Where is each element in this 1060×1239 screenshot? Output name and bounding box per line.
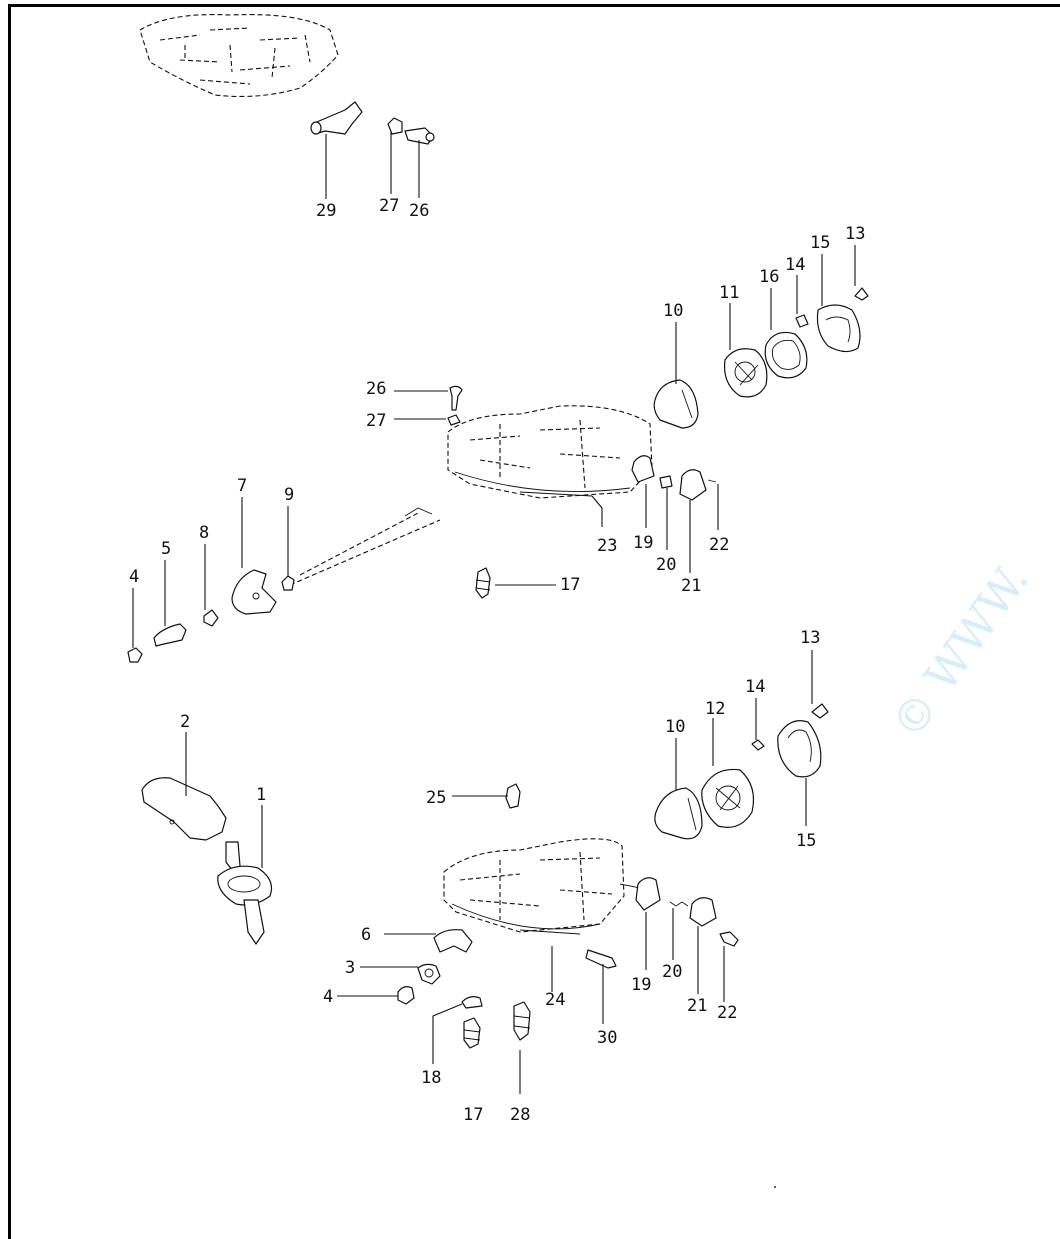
callout-4: 4 xyxy=(129,567,139,587)
callout-11: 11 xyxy=(719,283,739,303)
callout-10-bottom: 10 xyxy=(665,717,685,737)
callout-21: 21 xyxy=(681,576,701,596)
middle-carburetor-body xyxy=(447,405,653,499)
callout-20-bottom: 20 xyxy=(662,962,682,982)
callout-28: 28 xyxy=(510,1105,530,1125)
top-carburetor-body xyxy=(139,14,339,98)
part-9-spacer xyxy=(281,575,295,591)
part-17-jet-bottom xyxy=(463,1017,481,1049)
callout-26-mid: 26 xyxy=(366,379,386,399)
callout-3: 3 xyxy=(345,958,355,978)
callout-17: 17 xyxy=(560,575,580,595)
callout-10: 10 xyxy=(663,301,683,321)
callout-18: 18 xyxy=(421,1068,441,1088)
part-20-pin xyxy=(659,475,673,489)
part-16-gasket xyxy=(764,331,808,379)
callout-5: 5 xyxy=(161,539,171,559)
part-26-screw xyxy=(404,127,435,145)
leader-lines xyxy=(132,132,856,1094)
part-13-screw xyxy=(854,287,869,301)
callout-21-bottom: 21 xyxy=(687,996,707,1016)
part-1-diaphragm-actuator xyxy=(217,841,273,945)
callout-30: 30 xyxy=(597,1028,617,1048)
part-2-lever-bracket xyxy=(141,777,227,841)
callout-19: 19 xyxy=(633,533,653,553)
part-13-screw-bottom xyxy=(811,703,829,719)
callout-27: 27 xyxy=(379,196,399,216)
callout-2: 2 xyxy=(180,712,190,732)
part-3-nut xyxy=(417,963,441,985)
part-7-throttle-plate xyxy=(231,569,277,615)
part-15-cap-bottom xyxy=(777,720,822,778)
callout-13-bottom: 13 xyxy=(800,628,820,648)
part-19-lever-bottom xyxy=(635,877,661,911)
callout-9: 9 xyxy=(284,485,294,505)
part-30-jet xyxy=(585,949,617,969)
part-21-arm xyxy=(679,469,707,501)
part-27-bushing xyxy=(387,117,403,135)
callout-8: 8 xyxy=(199,523,209,543)
part-22-screw-bottom xyxy=(719,931,739,947)
middle-shaft xyxy=(289,507,441,586)
part-14-spring-bottom xyxy=(751,739,765,751)
part-10-cover-bottom xyxy=(654,787,703,840)
part-4-cap-bottom xyxy=(397,986,415,1005)
callout-19-bottom: 19 xyxy=(631,975,651,995)
callout-7: 7 xyxy=(237,476,247,496)
callout-14: 14 xyxy=(785,255,805,275)
part-21-arm-bottom xyxy=(689,897,717,927)
callout-labels: 29 27 26 10 11 16 14 15 13 26 27 23 19 2… xyxy=(129,196,865,1125)
callout-16: 16 xyxy=(759,267,779,287)
callout-13: 13 xyxy=(845,224,865,244)
callout-22: 22 xyxy=(709,535,729,555)
diagram-frame xyxy=(8,4,1060,1239)
part-17-jet xyxy=(475,567,491,599)
part-15-cap xyxy=(816,304,861,353)
part-14-spring xyxy=(795,314,809,328)
callout-17-bottom: 17 xyxy=(463,1105,483,1125)
part-8-washer xyxy=(203,609,219,627)
callout-14-bottom: 14 xyxy=(745,677,765,697)
callout-22-bottom: 22 xyxy=(717,1003,737,1023)
part-19-throttle-lever xyxy=(631,455,655,483)
part-4-nut xyxy=(127,647,143,663)
part-6-bracket xyxy=(433,929,473,953)
callout-15-bottom: 15 xyxy=(796,831,816,851)
callout-24: 24 xyxy=(545,990,565,1010)
callout-20: 20 xyxy=(656,555,676,575)
speck-dot xyxy=(774,1186,776,1188)
part-27-bushing-mid xyxy=(447,414,461,426)
part-29-lever xyxy=(310,101,363,135)
callout-23: 23 xyxy=(597,536,617,556)
part-5-bracket xyxy=(153,623,187,647)
part-28-jet xyxy=(513,1001,531,1041)
part-25-valve xyxy=(505,783,521,809)
part-20-pin-bottom xyxy=(669,901,689,907)
watermark-text: © WWW. xyxy=(882,555,1038,748)
callout-12: 12 xyxy=(705,699,725,719)
callout-15: 15 xyxy=(810,233,830,253)
part-11-diaphragm-housing xyxy=(723,348,768,398)
part-12-diaphragm-bottom xyxy=(701,768,755,828)
callout-26: 26 xyxy=(409,201,429,221)
callout-4-bottom: 4 xyxy=(323,987,333,1007)
part-26-screw-mid xyxy=(449,385,463,411)
part-10-cover xyxy=(653,379,699,429)
callout-1: 1 xyxy=(256,785,266,805)
callout-6: 6 xyxy=(361,925,371,945)
part-22-clip xyxy=(707,479,717,483)
callout-29: 29 xyxy=(316,201,336,221)
callout-25: 25 xyxy=(426,788,446,808)
part-18-float xyxy=(461,996,483,1009)
bottom-carburetor-body xyxy=(443,838,641,935)
callout-27-mid: 27 xyxy=(366,411,386,431)
